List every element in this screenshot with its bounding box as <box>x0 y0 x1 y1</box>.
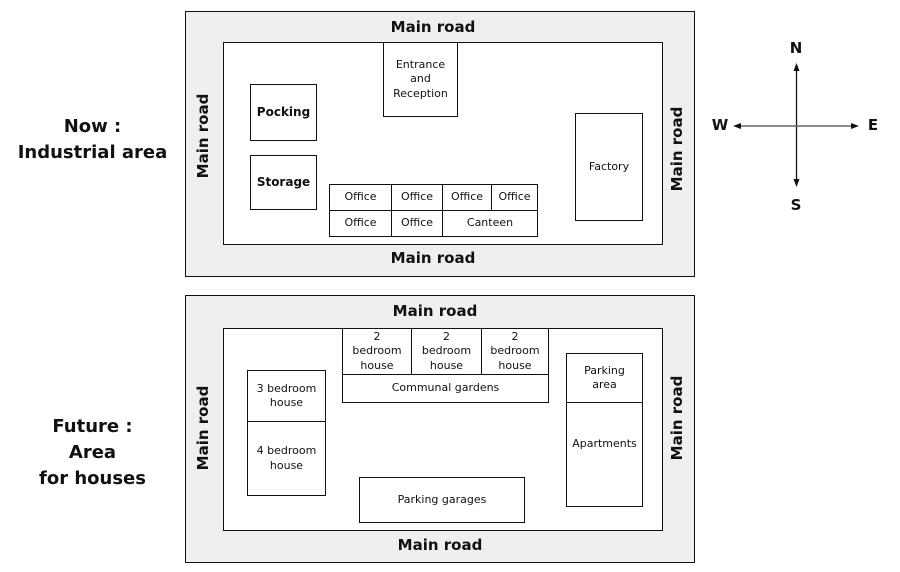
now-road-left: Main road <box>194 93 212 179</box>
compass-east-arrowhead <box>851 123 859 129</box>
future-label-line2: Area <box>68 442 117 463</box>
now-road-top: Main road <box>390 18 476 36</box>
compass-north: N <box>789 39 803 57</box>
entrance-reception: Entrance and Reception <box>383 42 458 117</box>
office-2: Office <box>391 184 443 211</box>
compass-east: E <box>867 116 879 134</box>
compass-west-arrowhead <box>733 123 741 129</box>
three-bedroom-house: 3 bedroom house <box>247 370 326 422</box>
two-bedroom-house-1: 2 bedroom house <box>342 328 412 375</box>
compass-west: W <box>711 116 729 134</box>
future-road-top: Main road <box>392 302 478 320</box>
storage-building: Storage <box>250 155 317 210</box>
communal-gardens: Communal gardens <box>342 374 549 403</box>
factory-building: Factory <box>575 113 643 221</box>
future-label: Future : Area for houses <box>0 414 185 492</box>
office-5: Office <box>329 210 392 237</box>
compass-north-arrowhead <box>793 63 800 71</box>
office-3: Office <box>442 184 492 211</box>
future-road-right: Main road <box>668 375 686 461</box>
parking-garages: Parking garages <box>359 477 525 523</box>
packing-building: Pocking <box>250 84 317 141</box>
office-4: Office <box>491 184 538 211</box>
future-label-line3: for houses <box>39 468 146 489</box>
apartments: Apartments <box>566 402 643 507</box>
two-bedroom-house-3: 2 bedroom house <box>481 328 549 375</box>
office-1: Office <box>329 184 392 211</box>
now-road-right: Main road <box>668 106 686 192</box>
now-label: Now : Industrial area <box>0 114 185 166</box>
now-label-subtitle: Industrial area <box>17 142 168 163</box>
parking-area: Parking area <box>566 353 643 403</box>
compass-arrows-icon <box>733 63 859 187</box>
compass-south: S <box>790 196 802 214</box>
canteen: Canteen <box>442 210 538 237</box>
future-label-title: Future : <box>52 416 133 437</box>
future-road-left: Main road <box>194 385 212 471</box>
now-road-bottom: Main road <box>390 249 476 267</box>
now-label-title: Now : <box>63 116 122 137</box>
compass-south-arrowhead <box>793 179 800 187</box>
office-6: Office <box>391 210 443 237</box>
future-road-bottom: Main road <box>397 536 483 554</box>
two-bedroom-house-2: 2 bedroom house <box>411 328 482 375</box>
four-bedroom-house: 4 bedroom house <box>247 421 326 496</box>
